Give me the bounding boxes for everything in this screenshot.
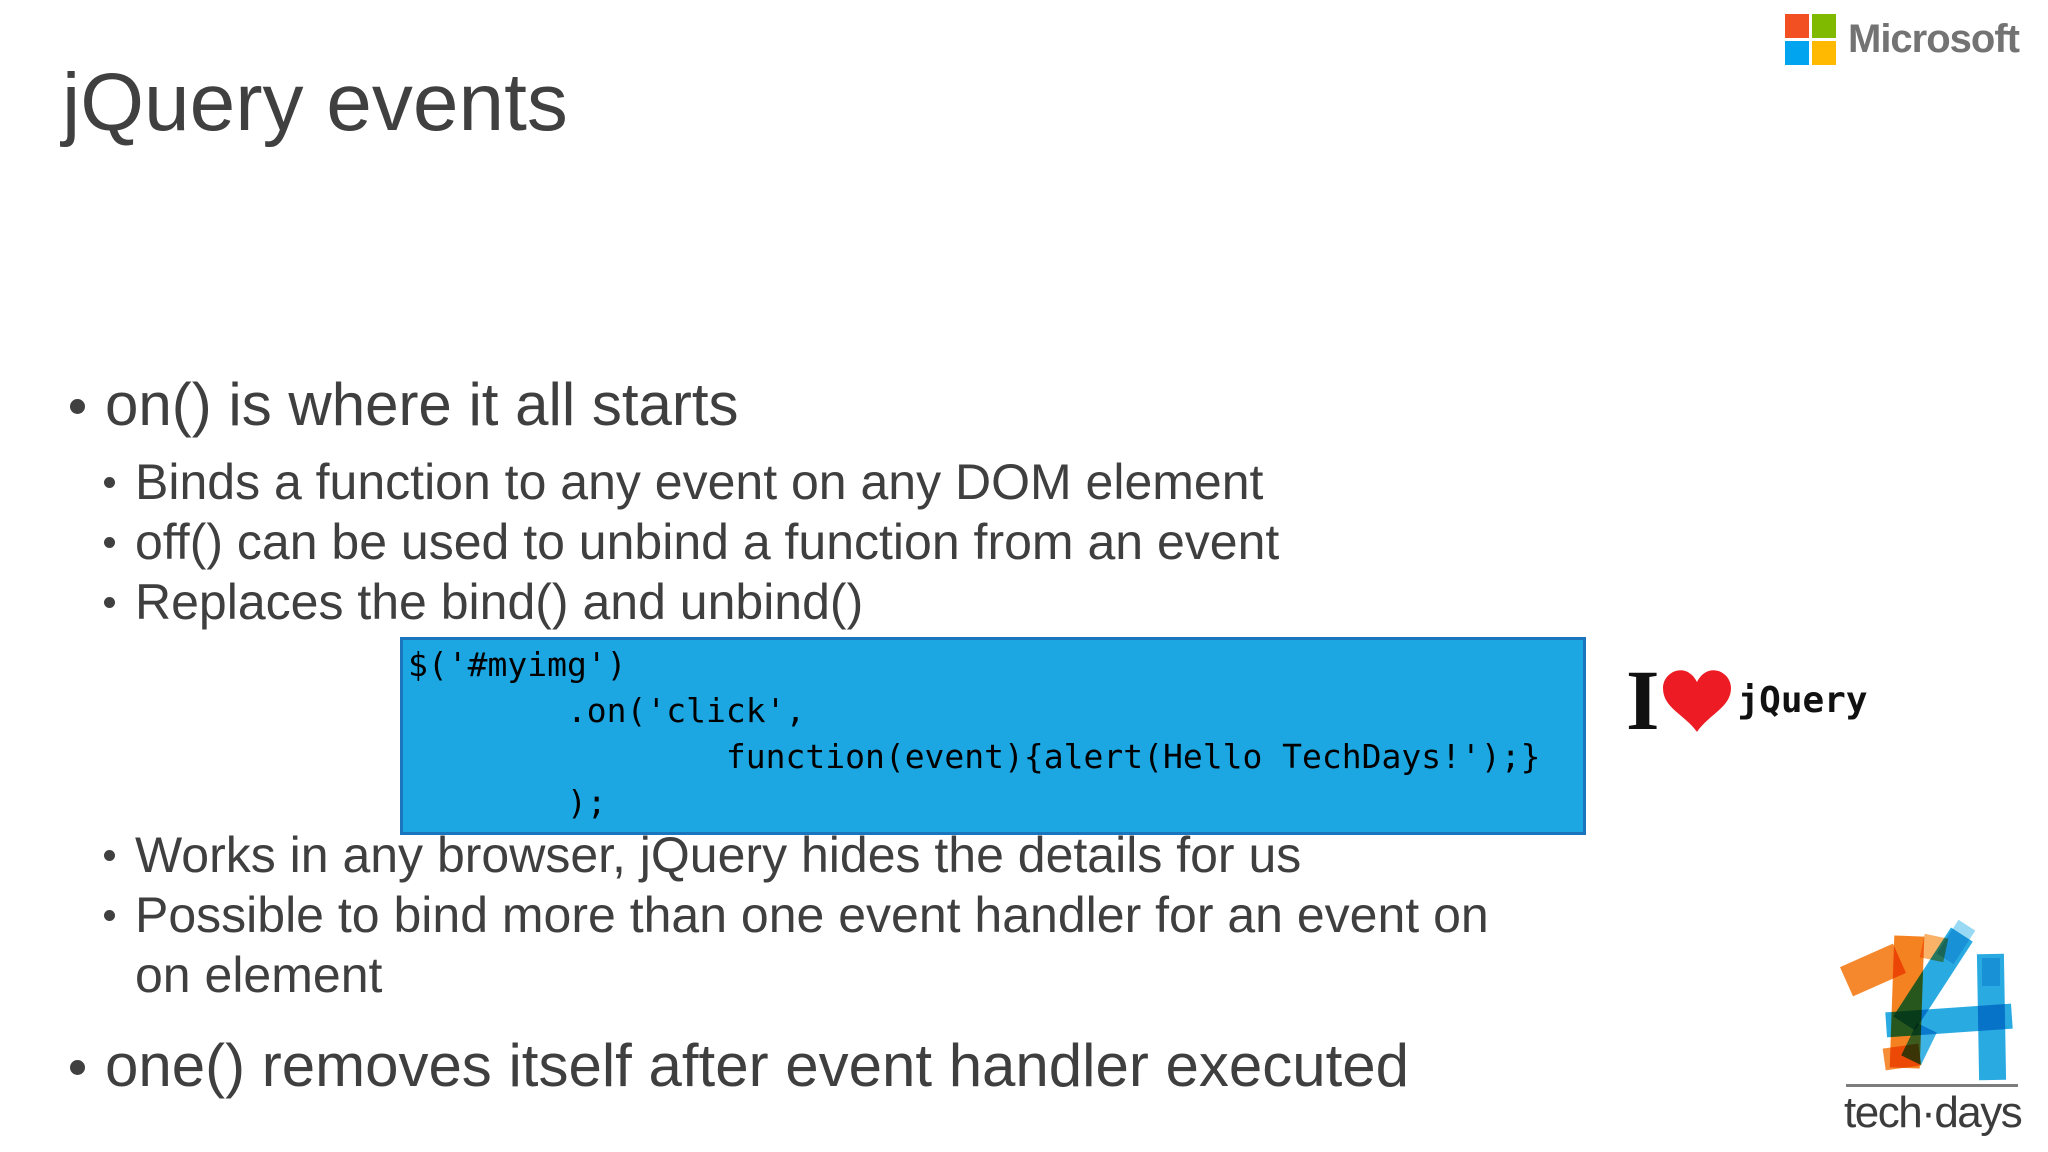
letter-i: I (1626, 652, 1660, 748)
microsoft-square-yellow (1812, 41, 1836, 65)
heart-icon (1663, 670, 1732, 732)
code-line: function(event){alert(Hello TechDays!');… (408, 737, 1541, 776)
microsoft-logo-icon (1785, 14, 1836, 65)
jquery-label: jQuery (1737, 679, 1868, 721)
code-line: ); (408, 783, 607, 822)
bullet-text: Replaces the bind() and unbind() (135, 574, 864, 630)
bullet-item: one() removes itself after event handler… (60, 1034, 1409, 1098)
code-line: .on('click', (408, 691, 806, 730)
bullet-text: off() can be used to unbind a function f… (135, 514, 1280, 570)
bullet-item: Possible to bind more than one event han… (60, 885, 1489, 1005)
page-title: jQuery events (62, 57, 568, 148)
microsoft-logo: Microsoft (1785, 14, 2020, 65)
microsoft-square-blue (1785, 41, 1809, 65)
techdays-logo: tech·days (1839, 919, 2030, 1143)
bullet-item: on() is where it all starts (60, 373, 739, 437)
bullet-text: Binds a function to any event on any DOM… (135, 454, 1264, 510)
techdays-label: tech·days (1844, 1088, 2023, 1137)
bullet-dot-icon (104, 537, 115, 548)
bullet-dot-icon (70, 1060, 85, 1075)
techdays-rule (1846, 1084, 2018, 1087)
microsoft-logo-text: Microsoft (1848, 17, 2020, 61)
code-snippet-box: $('#myimg') .on('click', function(event)… (400, 637, 1586, 835)
bullet-item: Works in any browser, jQuery hides the d… (60, 825, 1301, 885)
bullet-text: Works in any browser, jQuery hides the d… (135, 827, 1302, 883)
microsoft-square-red (1785, 14, 1809, 38)
bullet-text: Possible to bind more than one event han… (135, 887, 1489, 1003)
bullet-item: Binds a function to any event on any DOM… (60, 452, 1263, 512)
code-line: $('#myimg') (408, 645, 627, 684)
techdays-14-icon (1839, 919, 2020, 1081)
bullet-dot-icon (104, 850, 115, 861)
bullet-text: one() removes itself after event handler… (105, 1032, 1410, 1099)
bullet-dot-icon (104, 910, 115, 921)
bullet-text: on() is where it all starts (105, 371, 739, 438)
bullet-dot-icon (104, 477, 115, 488)
microsoft-square-green (1812, 14, 1836, 38)
bullet-item: Replaces the bind() and unbind() (60, 572, 863, 632)
i-love-jquery-badge: I jQuery (1626, 652, 1868, 748)
bullet-dot-icon (104, 597, 115, 608)
bullet-dot-icon (70, 399, 85, 414)
bullet-item: off() can be used to unbind a function f… (60, 512, 1279, 572)
